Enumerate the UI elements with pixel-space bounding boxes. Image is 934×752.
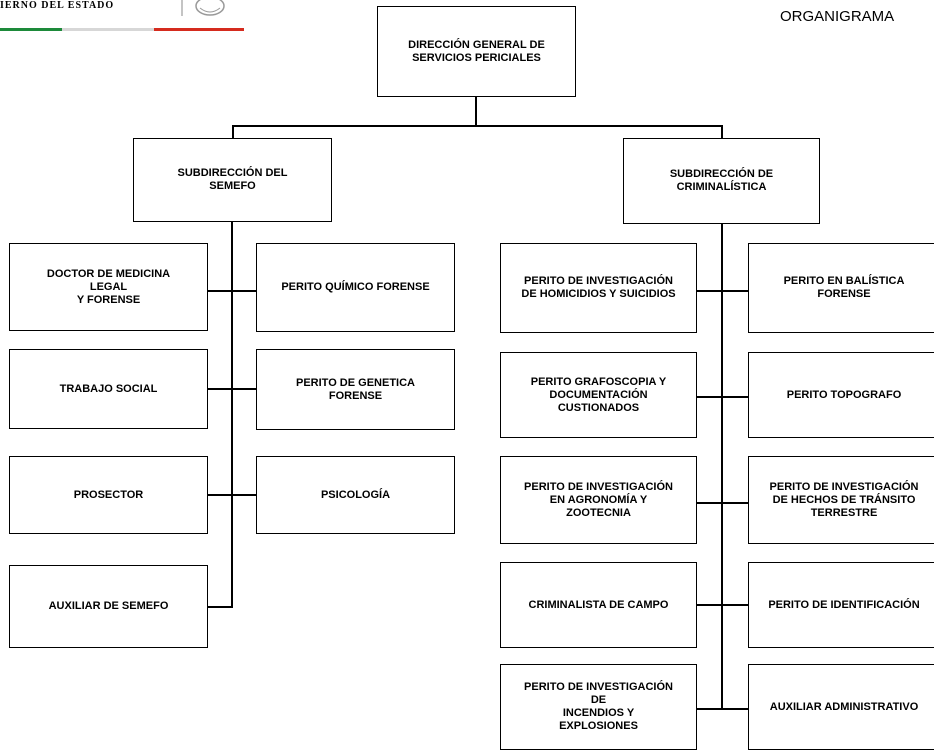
semefo-right-item-2: PERITO DE GENETICA FORENSE <box>256 349 455 430</box>
connector <box>232 125 722 127</box>
criminalistica-left-item-1: PERITO DE INVESTIGACIÓN DE HOMICIDIOS Y … <box>500 243 697 333</box>
criminalistica-left-item-3: PERITO DE INVESTIGACIÓN EN AGRONOMÍA Y Z… <box>500 456 697 544</box>
subdireccion-criminalistica-node: SUBDIRECCIÓN DE CRIMINALÍSTICA <box>623 138 820 224</box>
semefo-left-item-3: PROSECTOR <box>9 456 208 534</box>
connector <box>475 97 477 125</box>
connector <box>721 125 723 139</box>
criminalistica-right-item-4: PERITO DE IDENTIFICACIÓN <box>748 562 934 648</box>
connector <box>208 388 256 390</box>
criminalistica-left-item-2: PERITO GRAFOSCOPIA Y DOCUMENTACIÓN CUSTI… <box>500 352 697 438</box>
criminalistica-right-item-2: PERITO TOPOGRAFO <box>748 352 934 438</box>
criminalistica-right-item-5: AUXILIAR ADMINISTRATIVO <box>748 664 934 750</box>
criminalistica-right-item-1: PERITO EN BALÍSTICA FORENSE <box>748 243 934 333</box>
connector <box>208 290 256 292</box>
root-node-direccion-general: DIRECCIÓN GENERAL DE SERVICIOS PERICIALE… <box>377 6 576 97</box>
semefo-left-item-4: AUXILIAR DE SEMEFO <box>9 565 208 648</box>
criminalistica-left-item-5: PERITO DE INVESTIGACIÓN DE INCENDIOS Y E… <box>500 664 697 750</box>
connector <box>697 502 749 504</box>
connector <box>697 604 749 606</box>
page-title: ORGANIGRAMA <box>780 8 895 25</box>
semefo-right-item-1: PERITO QUÍMICO FORENSE <box>256 243 455 332</box>
coat-of-arms-logo <box>181 0 225 16</box>
government-header: IERNO DEL ESTADO <box>0 0 115 11</box>
flag-stripe-white <box>62 28 154 31</box>
connector <box>697 708 749 710</box>
flag-stripe-green <box>0 28 62 31</box>
connector <box>697 290 749 292</box>
connector <box>721 224 723 709</box>
criminalistica-right-item-3: PERITO DE INVESTIGACIÓN DE HECHOS DE TRÁ… <box>748 456 934 544</box>
connector <box>697 396 749 398</box>
criminalistica-left-item-4: CRIMINALISTA DE CAMPO <box>500 562 697 648</box>
connector <box>231 222 233 608</box>
connector <box>208 494 256 496</box>
connector <box>232 125 234 139</box>
semefo-left-item-2: TRABAJO SOCIAL <box>9 349 208 429</box>
flag-stripe-red <box>154 28 244 31</box>
semefo-right-item-3: PSICOLOGÍA <box>256 456 455 534</box>
semefo-left-item-1: DOCTOR DE MEDICINA LEGAL Y FORENSE <box>9 243 208 331</box>
connector <box>208 606 232 608</box>
subdireccion-semefo-node: SUBDIRECCIÓN DEL SEMEFO <box>133 138 332 222</box>
